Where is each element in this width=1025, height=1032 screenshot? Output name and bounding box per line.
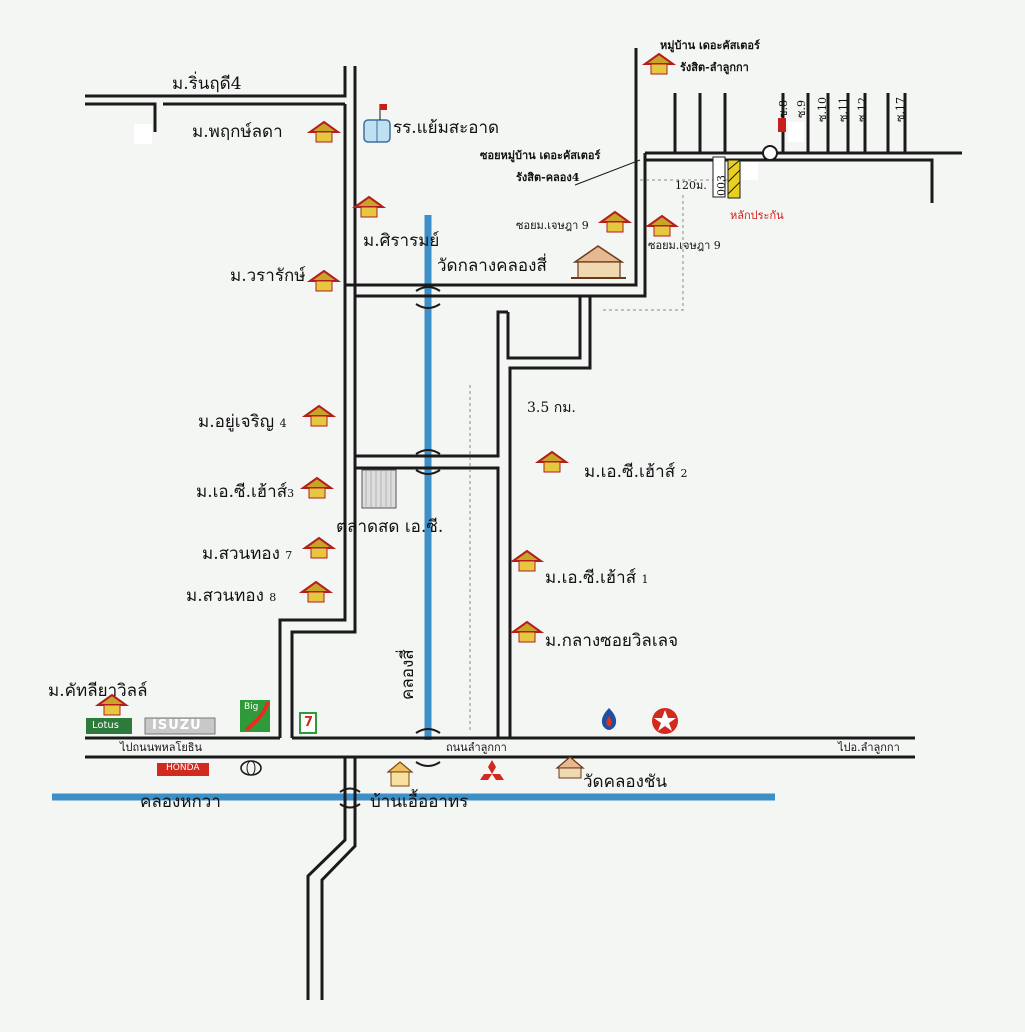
- label-to-lumlukka: ไปอ.ลำลูกกา: [838, 741, 900, 754]
- flag-icon: [778, 118, 786, 132]
- isuzu-logo: [144, 717, 216, 735]
- label-rinrudee4: ม.ริ่นฤดี4: [172, 74, 242, 94]
- label-village-castle-2: รังสิต-ลำลูกกา: [680, 61, 749, 74]
- brand-logos: [86, 700, 678, 780]
- road-south-b: [320, 757, 357, 1000]
- label-wat-khlong-chan: วัดคลองชัน: [583, 772, 668, 792]
- bridges: [339, 286, 441, 809]
- landmark-hatch: [727, 181, 741, 195]
- road-central-a: [355, 466, 500, 738]
- label-pruksa: ม.พฤกษ์ลดา: [192, 122, 283, 142]
- label-landmark: หลักประกัน: [730, 209, 784, 222]
- honda-logo: [157, 763, 209, 776]
- big-c-swoosh: [244, 701, 270, 732]
- label-soi-wat-2: ซอยม.เจษฎา 9: [648, 239, 721, 252]
- roads: [85, 48, 962, 1000]
- road-central-a2: [355, 310, 508, 458]
- honda-text: HONDA: [166, 763, 200, 773]
- label-soi-17: ซ.17: [894, 97, 907, 122]
- road-temple-a: [345, 48, 638, 287]
- isuzu-text: ISUZU: [152, 718, 202, 733]
- label-school: รร.แย้มสะอาด: [393, 118, 500, 138]
- market-block: [361, 469, 397, 509]
- lotus-logo: [86, 718, 132, 734]
- label-khatleeya: ม.คัทลียาวิลล์: [48, 681, 148, 701]
- road-west-b: [290, 66, 357, 738]
- label-soi-wat: ซอยม.เจษฎา 9: [516, 219, 589, 232]
- road-rinrudee4-lower: [85, 102, 157, 132]
- label-ec-house-1: ม.เอ.ซี.เฮ้าส์ 1: [545, 568, 649, 588]
- road-central-b: [508, 296, 592, 738]
- road-temple-b: [355, 153, 647, 298]
- label-khlong-hok-wa: คลองหกวา: [140, 792, 221, 812]
- lotus-text: Lotus: [92, 720, 119, 731]
- roundabout-icon: [762, 145, 778, 161]
- pointer-line: [574, 159, 641, 186]
- label-ec-house-2: ม.เอ.ซี.เฮ้าส์ 2: [584, 462, 688, 482]
- bridge: [339, 787, 361, 809]
- label-yoocharoen: ม.อยู่เจริญ 4: [198, 412, 287, 432]
- label-soi-11: ซ.11: [837, 97, 850, 122]
- label-soi-9: ซ.9: [795, 100, 808, 118]
- ptt-logo: [601, 708, 617, 730]
- toyota-logo: [240, 760, 262, 776]
- road-rinrudee4: [85, 66, 347, 98]
- label-dist-35: 3.5 กม.: [527, 400, 576, 416]
- seven-eleven-logo: [299, 712, 317, 734]
- marker-box: [742, 162, 758, 180]
- label-suanthong-8: ม.สวนทอง 8: [186, 586, 277, 606]
- sign-003-box: [712, 156, 726, 198]
- landmark-hatch: [727, 169, 741, 183]
- landmark-building: [727, 159, 741, 199]
- village-icons: [94, 52, 680, 716]
- big-c-text: Big: [244, 702, 259, 712]
- bridge: [415, 286, 441, 309]
- road-central-b2: [506, 296, 582, 360]
- label-baan-eua: บ้านเอื้ออาทร: [370, 792, 469, 812]
- house-icon-baan-eua: [386, 761, 414, 787]
- seven-eleven-text: 7: [304, 715, 314, 730]
- temple-icon-2: [555, 756, 585, 779]
- bridge: [415, 449, 441, 475]
- label-village-castle: หมู่บ้าน เดอะคัสเตอร์: [660, 39, 760, 52]
- label-sign-003: 003: [715, 175, 728, 196]
- label-soi-village: ซอยหมู่บ้าน เดอะคัสเตอร์: [480, 149, 601, 162]
- label-wararak: ม.วรารักษ์: [230, 266, 306, 286]
- marker-box: [788, 122, 804, 142]
- school-icon: [363, 104, 391, 143]
- temple-icon: [571, 245, 626, 279]
- label-to-phahon: ไปถนนพหลโยธิน: [120, 741, 203, 754]
- mitsubishi-logo: [480, 760, 504, 780]
- road-west-a: [278, 104, 347, 738]
- caltex-logo: [652, 708, 678, 734]
- label-soi-8: ซ.8: [777, 100, 790, 118]
- label-ec-house-3: ม.เอ.ซี.เฮ้าส์3: [196, 482, 295, 502]
- road-south-a: [306, 757, 347, 1000]
- label-soi-10: ซ.10: [816, 97, 829, 122]
- label-dist-120: 120ม.: [675, 179, 707, 192]
- label-sirarom: ม.ศิรารมย์: [363, 231, 440, 251]
- bridge: [415, 728, 441, 767]
- label-klang-soi-village: ม.กลางซอยวิลเลจ: [545, 631, 679, 651]
- canals: [52, 215, 775, 801]
- label-suanthong-7: ม.สวนทอง 7: [202, 544, 293, 564]
- label-soi-village-2: รังสิต-คลอง4: [516, 171, 580, 184]
- road-soi-village-b: [645, 158, 934, 203]
- label-lumlukka-road: ถนนลำลูกกา: [446, 741, 507, 754]
- guide-line: [600, 195, 684, 311]
- market-pattern: [365, 470, 392, 508]
- label-wat-klangklong4: วัดกลางคลองสี่: [437, 256, 547, 276]
- landmark-hatch: [727, 159, 741, 171]
- label-market: ตลาดสด เอ.ซี.: [336, 517, 444, 537]
- label-khlong4: คลองสี่: [398, 649, 418, 700]
- label-soi-12: ซ.12: [856, 97, 869, 122]
- marker-box: [134, 124, 152, 144]
